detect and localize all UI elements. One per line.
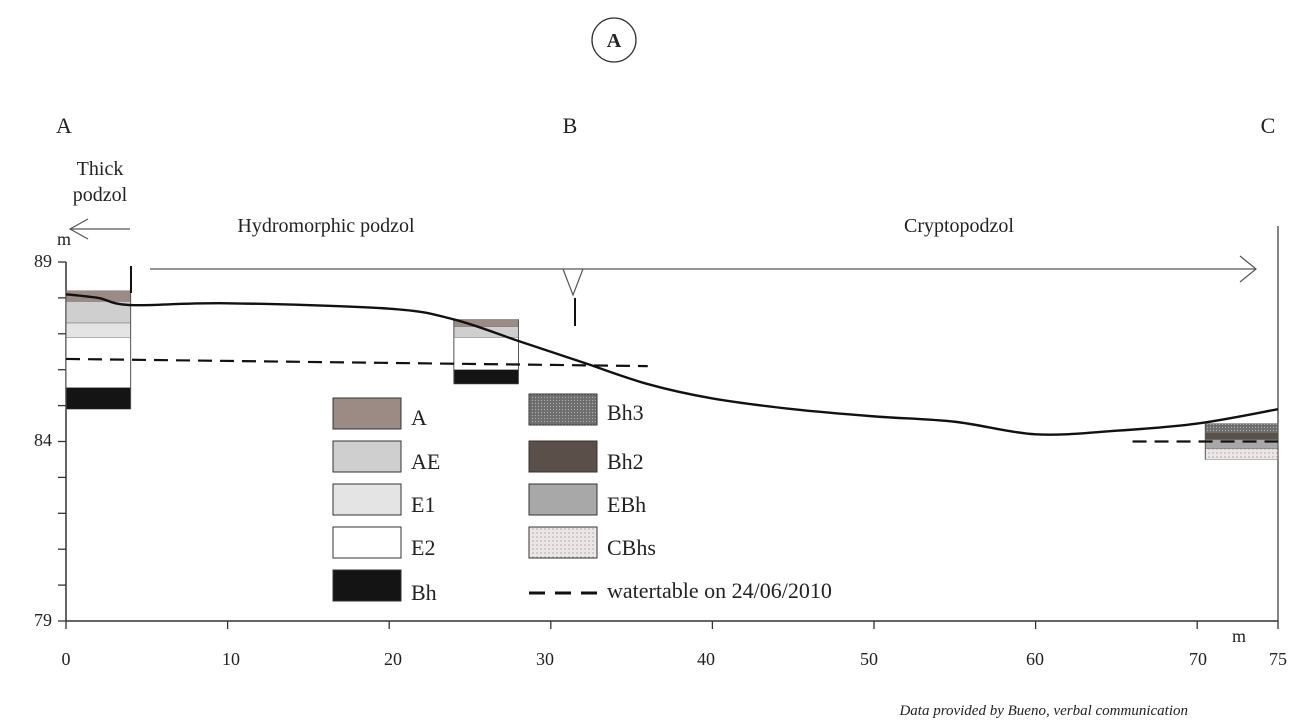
x-tick-label-60: 60 (1026, 649, 1044, 669)
legend-label-bh3: Bh3 (607, 400, 644, 425)
profile-2-layer-bh (453, 369, 519, 385)
x-tick-label-75: 75 (1269, 649, 1287, 669)
zone-arrow-thick (68, 218, 130, 240)
zone-label-thick-line2: podzol (73, 184, 128, 206)
y-minor-ticks (58, 261, 66, 622)
legend-swatch-ebh (528, 483, 598, 516)
legend-label-watertable: watertable on 24/06/2010 (607, 578, 832, 603)
legend: A AE E1 E2 Bh Bh3 Bh2 EBh CBhs watertabl… (332, 393, 832, 605)
x-tick-marks (65, 621, 1279, 629)
legend-swatch-a (332, 397, 402, 430)
legend-swatch-bh2 (528, 440, 598, 473)
legend-label-bh: Bh (411, 580, 437, 605)
x-tick-label-40: 40 (697, 649, 715, 669)
profile-3-layer-cbhs (1205, 448, 1279, 460)
profile-3-layer-bh2 (1205, 432, 1279, 440)
legend-label-e2: E2 (411, 535, 435, 560)
zone-arrow-hydro-crypto (150, 255, 1257, 297)
x-tick-label-30: 30 (536, 649, 554, 669)
legend-swatch-e2 (332, 526, 402, 559)
x-tick-label-50: 50 (860, 649, 878, 669)
x-unit-label: m (1232, 626, 1246, 646)
zone-label-thick-line1: Thick (77, 158, 124, 180)
legend-swatch-bh3 (528, 393, 598, 426)
soil-profiles (65, 290, 1279, 460)
legend-label-ebh: EBh (607, 492, 646, 517)
point-label-c: C (1261, 113, 1276, 138)
x-tick-label-10: 10 (222, 649, 240, 669)
point-label-a: A (56, 113, 72, 138)
zone-label-hydromorphic: Hydromorphic podzol (237, 215, 415, 237)
profile-1-layer-e2 (65, 337, 131, 388)
legend-swatch-bh (332, 569, 402, 602)
legend-swatch-e1 (332, 483, 402, 516)
point-label-b: B (563, 113, 578, 138)
ground-surface-line (65, 293, 1279, 436)
profile-1-layer-bh (65, 387, 131, 410)
legend-label-bh2: Bh2 (607, 449, 644, 474)
x-tick-label-20: 20 (384, 649, 402, 669)
legend-label-cbhs: CBhs (607, 535, 656, 560)
y-tick-label-79: 79 (34, 610, 52, 630)
panel-label: A (607, 30, 622, 52)
y-tick-label-89: 89 (34, 251, 52, 271)
x-tick-label-70: 70 (1189, 649, 1207, 669)
profile-1-layer-e1 (65, 322, 131, 338)
y-unit-label: m (57, 229, 71, 249)
data-credit: Data provided by Bueno, verbal communica… (899, 703, 1188, 719)
legend-label-e1: E1 (411, 492, 435, 517)
legend-swatch-cbhs (528, 526, 598, 559)
panel-label-circle (591, 17, 637, 63)
watertable-segment-1 (65, 357, 648, 368)
y-tick-label-84: 84 (34, 430, 52, 450)
legend-swatch-ae (332, 440, 402, 473)
watertable-lines (65, 357, 1278, 443)
legend-label-ae: AE (411, 449, 440, 474)
profile-3-layer-bh3 (1205, 423, 1279, 433)
legend-label-a: A (411, 405, 427, 430)
profile-2-layer-ae (453, 326, 519, 338)
zone-label-cryptopodzol: Cryptopodzol (904, 215, 1014, 237)
x-tick-label-0: 0 (62, 649, 71, 669)
